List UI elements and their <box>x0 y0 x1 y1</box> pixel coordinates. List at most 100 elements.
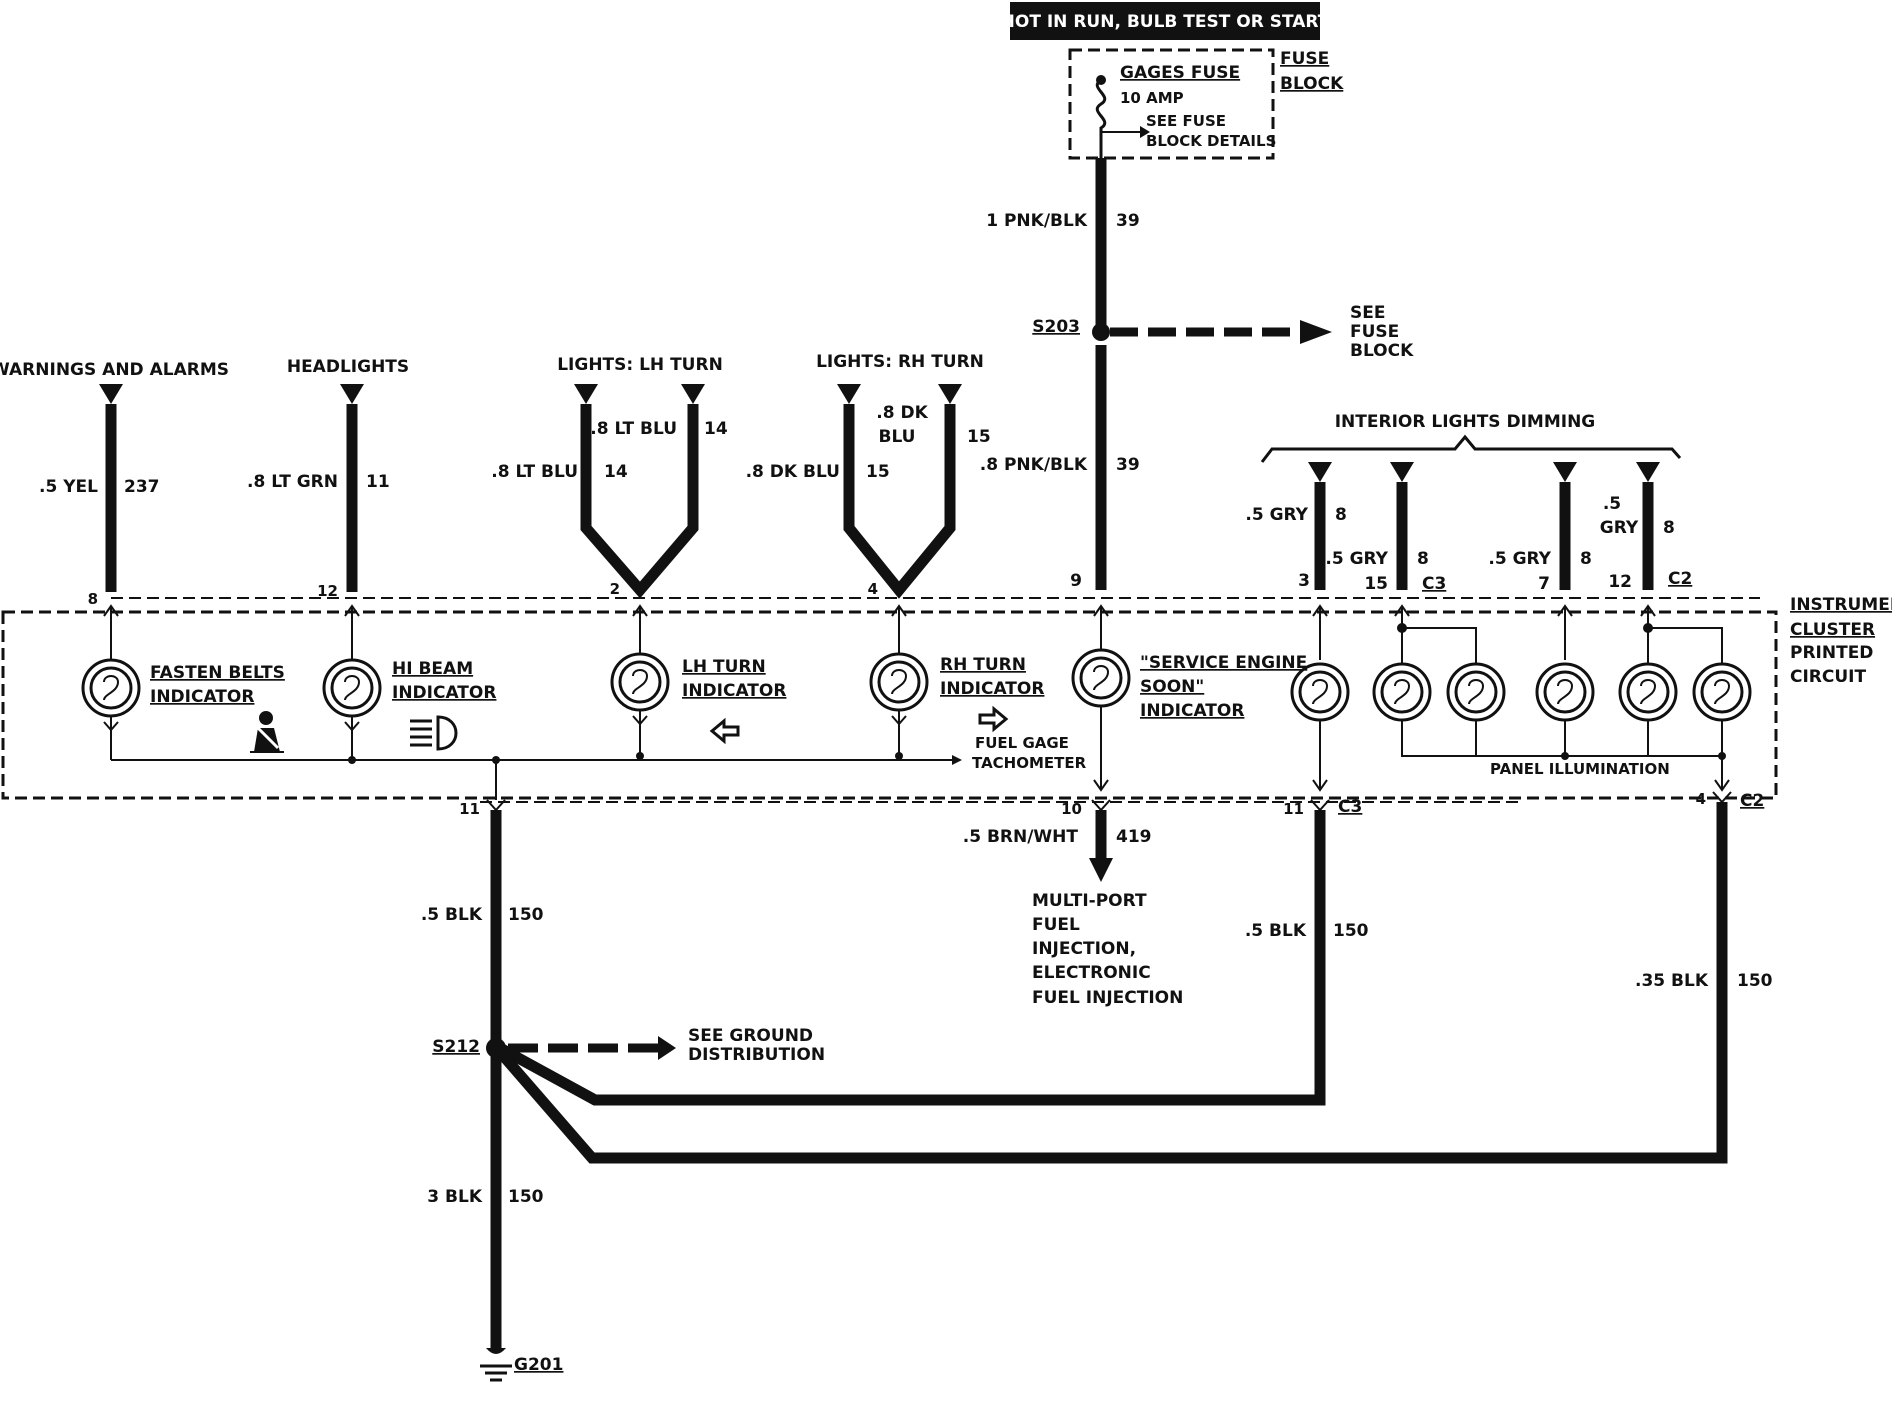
svg-text:BLU: BLU <box>879 427 916 447</box>
rh-turn-label: RH TURN <box>940 655 1026 675</box>
ground-point-label: G201 <box>514 1355 563 1375</box>
svg-text:INDICATOR: INDICATOR <box>392 683 496 703</box>
svg-text:ELECTRONIC: ELECTRONIC <box>1032 963 1151 983</box>
svg-text:FUEL INJECTION: FUEL INJECTION <box>1032 988 1183 1008</box>
svg-text:11: 11 <box>366 472 390 492</box>
mpfi-output: .5 BRN/WHT 419 MULTI-PORT FUEL INJECTION… <box>963 810 1183 1008</box>
svg-text:TACHOMETER: TACHOMETER <box>972 754 1087 772</box>
svg-text:C3: C3 <box>1422 574 1446 594</box>
svg-text:419: 419 <box>1116 827 1152 847</box>
svg-text:HOT IN RUN, BULB TEST OR START: HOT IN RUN, BULB TEST OR START <box>1001 12 1330 32</box>
svg-text:.8 LT GRN: .8 LT GRN <box>247 472 338 492</box>
svg-text:2: 2 <box>610 580 620 598</box>
svg-text:C2: C2 <box>1668 569 1692 589</box>
svg-text:FUSE: FUSE <box>1350 322 1399 342</box>
fuse-name: GAGES FUSE <box>1120 63 1240 83</box>
input-lh-turn: LIGHTS: LH TURN .8 LT BLU 14 .8 LT BLU 1… <box>491 355 728 599</box>
panel-bulb-1-icon <box>1290 662 1350 792</box>
lh-turn-label: LH TURN <box>682 657 766 677</box>
svg-text:.5 BLK: .5 BLK <box>421 905 483 925</box>
svg-text:12: 12 <box>1608 572 1632 592</box>
panel-bulb-2-icon <box>1372 662 1432 722</box>
svg-text:.5 GRY: .5 GRY <box>1245 505 1308 525</box>
ground-symbol-icon: G201 <box>480 1348 563 1382</box>
svg-text:150: 150 <box>508 1187 544 1207</box>
svg-text:39: 39 <box>1116 211 1140 231</box>
cluster-traces <box>111 623 1726 800</box>
svg-text:SOON": SOON" <box>1140 677 1204 697</box>
svg-text:S203: S203 <box>1032 317 1080 337</box>
svg-text:MULTI-PORT: MULTI-PORT <box>1032 891 1147 911</box>
svg-text:.5 GRY: .5 GRY <box>1325 549 1388 569</box>
panel-bulb-3-icon <box>1446 662 1506 722</box>
svg-text:.5 YEL: .5 YEL <box>39 477 98 497</box>
dimming-inputs: INTERIOR LIGHTS DIMMING .5 GRY 8 3 .5 GR… <box>1245 412 1692 594</box>
svg-text:INJECTION,: INJECTION, <box>1032 939 1136 959</box>
bulbs <box>81 648 1752 792</box>
svg-text:BLOCK DETAILS: BLOCK DETAILS <box>1146 132 1276 150</box>
fuel-gage-label: FUEL GAGE <box>975 734 1069 752</box>
svg-text:15: 15 <box>1364 574 1388 594</box>
svg-text:PRINTED: PRINTED <box>1790 643 1873 663</box>
svg-text:.8 LT BLU: .8 LT BLU <box>590 419 677 439</box>
hi-beam-bulb-icon <box>322 658 382 760</box>
fuse-block-label: FUSE <box>1280 49 1329 69</box>
left-arrow-icon <box>709 717 740 745</box>
svg-text:8: 8 <box>1580 549 1592 569</box>
bottom-pins: 11 10 11 C3 4 C2 <box>459 790 1764 818</box>
svg-text:SEE GROUND: SEE GROUND <box>688 1026 813 1046</box>
svg-text:LIGHTS: LH TURN: LIGHTS: LH TURN <box>557 355 723 375</box>
svg-text:FUEL: FUEL <box>1032 915 1080 935</box>
svg-text:12: 12 <box>317 582 338 600</box>
fuse-symbol <box>1095 78 1107 160</box>
svg-text:8: 8 <box>1335 505 1347 525</box>
svg-text:15: 15 <box>866 462 890 482</box>
svg-text:C2: C2 <box>1740 791 1764 811</box>
service-engine-bulb-icon <box>1071 648 1131 792</box>
svg-text:BLOCK: BLOCK <box>1280 74 1344 94</box>
svg-text:4: 4 <box>1696 790 1706 808</box>
panel-bulb-4-icon <box>1535 662 1595 722</box>
feed-pin: 9 <box>1070 571 1082 591</box>
svg-text:8: 8 <box>1663 518 1675 538</box>
svg-text:INTERIOR LIGHTS DIMMING: INTERIOR LIGHTS DIMMING <box>1335 412 1596 432</box>
splice-s212 <box>486 1038 506 1058</box>
svg-text:11: 11 <box>1283 800 1304 818</box>
svg-text:4: 4 <box>868 580 878 598</box>
svg-text:WARNINGS AND ALARMS: WARNINGS AND ALARMS <box>0 360 229 380</box>
svg-text:237: 237 <box>124 477 160 497</box>
hi-beam-label: HI BEAM <box>392 659 473 679</box>
seatbelt-icon <box>250 711 284 753</box>
svg-text:7: 7 <box>1538 574 1550 594</box>
svg-text:.8 DK BLU: .8 DK BLU <box>746 462 840 482</box>
hi-beam-icon <box>410 715 458 751</box>
svg-text:8: 8 <box>1417 549 1429 569</box>
right-arrow-icon <box>978 705 1009 733</box>
svg-text:C3: C3 <box>1338 797 1362 817</box>
svg-text:CIRCUIT: CIRCUIT <box>1790 667 1866 687</box>
panel-bulb-6-icon <box>1692 662 1752 792</box>
svg-text:11: 11 <box>459 800 480 818</box>
svg-text:.8 LT BLU: .8 LT BLU <box>491 462 578 482</box>
svg-text:.8 PNK/BLK: .8 PNK/BLK <box>980 455 1088 475</box>
splice-s203 <box>1092 323 1110 341</box>
svg-text:CLUSTER: CLUSTER <box>1790 620 1875 640</box>
panel-bulb-5-icon <box>1618 662 1678 722</box>
svg-text:INDICATOR: INDICATOR <box>1140 701 1244 721</box>
fasten-belts-bulb-icon <box>81 658 141 760</box>
dimming-brace <box>1260 434 1682 463</box>
input-rh-turn: LIGHTS: RH TURN .8 DK BLU 15 .8 DK BLU 1… <box>746 352 991 599</box>
svg-text:.5 BLK: .5 BLK <box>1245 921 1307 941</box>
svg-text:SEE FUSE: SEE FUSE <box>1146 112 1226 130</box>
svg-text:.8 DK: .8 DK <box>876 403 928 423</box>
fuse-block-outline <box>1068 48 1275 160</box>
svg-text:S212: S212 <box>432 1037 480 1057</box>
power-label: HOT IN RUN, BULB TEST OR START <box>1001 2 1330 40</box>
pin-arrows <box>103 604 1656 660</box>
lh-turn-bulb-icon <box>610 652 670 756</box>
svg-text:10: 10 <box>1061 800 1082 818</box>
svg-text:150: 150 <box>508 905 544 925</box>
svg-text:39: 39 <box>1116 455 1140 475</box>
service-engine-label: "SERVICE ENGINE <box>1140 653 1307 673</box>
